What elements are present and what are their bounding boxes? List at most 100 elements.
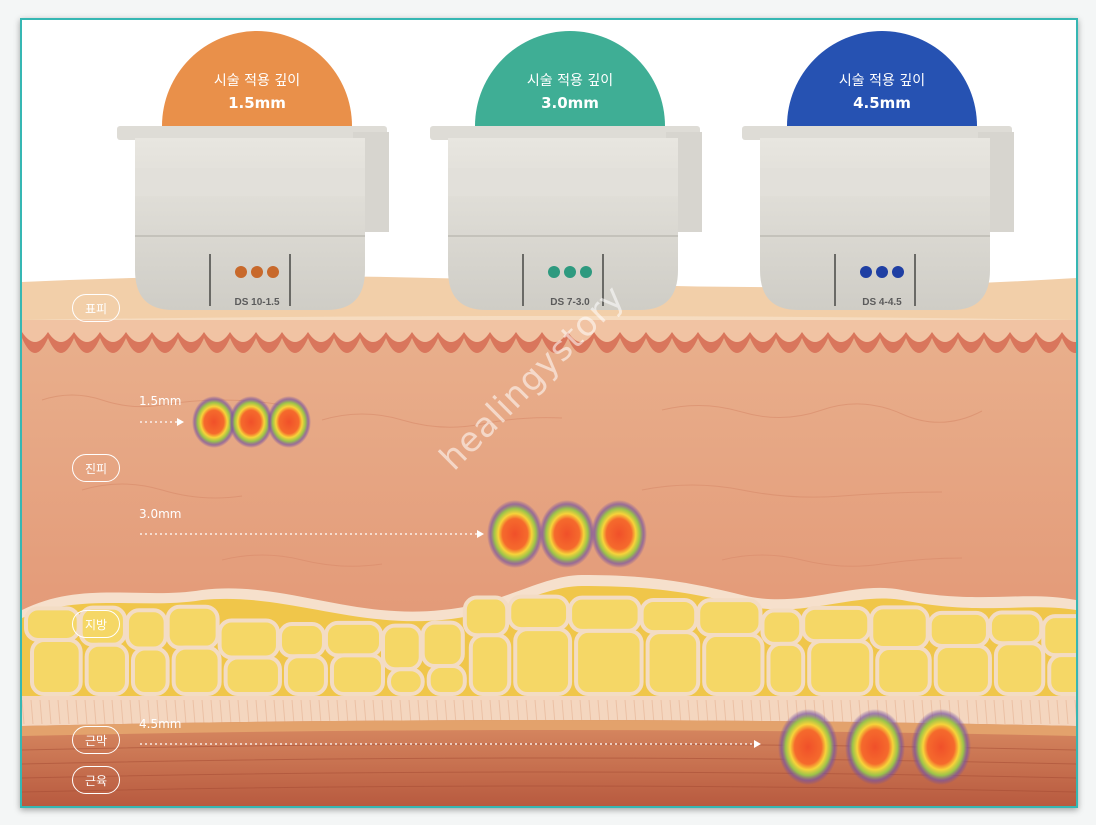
connective-fiber [1074,699,1076,719]
indicator-dot [251,266,263,278]
connective-fiber [840,699,844,725]
connective-fiber [561,699,565,725]
cartridge-illustration [430,31,702,310]
indicator-dot [892,266,904,278]
fat-cell [217,618,280,660]
indicator-dots [117,263,397,282]
connective-fiber [489,699,493,725]
fat-cell [223,655,282,697]
fat-cell [420,620,465,669]
connective-fiber [192,699,196,725]
fat-cell [645,630,701,697]
depth-dome [162,31,352,126]
focal-point [229,396,273,448]
cartridge-illustration [742,31,1014,310]
connective-fiber [390,699,394,725]
fat-cell [807,639,874,697]
focal-points-3-0mm [487,500,647,568]
fat-cell [933,643,992,696]
fat-cell [639,597,699,635]
connective-fiber [966,699,970,725]
connective-fiber [363,699,367,725]
connective-fiber [120,699,124,725]
cartridge-rim [117,126,387,140]
fat-cell [323,620,384,658]
indicator-dot [580,266,592,278]
connective-fiber [399,699,403,725]
connective-fiber [759,699,763,725]
fat-cell [766,641,806,696]
connective-fiber [345,699,349,725]
connective-fiber [678,699,682,725]
arrow-head [177,418,184,426]
fat-cell [927,610,990,648]
fat-cell [381,623,423,672]
connective-fiber [633,699,637,725]
depth-dome [787,31,977,126]
indicator-dot [267,266,279,278]
fat-cell [760,608,804,646]
focal-points-1-5mm [192,396,311,448]
cartridge-body [448,138,678,310]
connective-fiber [300,699,304,725]
connective-fiber [1038,699,1042,725]
fat-cells [24,594,1076,697]
layer-label-dermis: 진피 [72,454,120,482]
arrow-head [477,530,484,538]
connective-fiber [543,699,547,725]
connective-fiber [525,699,529,725]
connective-fiber [498,699,502,725]
connective-fiber [462,699,466,725]
indicator-dot [564,266,576,278]
connective-fiber [1047,699,1051,725]
connective-fiber [30,699,34,725]
layer-label-muscle: 근육 [72,766,120,794]
fat-cell [426,664,467,696]
connective-fiber [777,699,781,725]
connective-fiber [156,699,160,725]
connective-fiber [354,699,358,725]
connective-fiber [579,699,583,725]
fat-cell [130,646,170,696]
arrow-heads [177,418,761,748]
connective-fiber [642,699,646,725]
cartridge-ridge [135,168,365,196]
connective-fiber [201,699,205,725]
connective-fiber [444,699,448,725]
connective-fiber [894,699,898,725]
connective-fiber [84,699,88,725]
focal-point [487,500,543,568]
connective-fiber [624,699,628,725]
connective-fiber [552,699,556,725]
focal-point [778,709,838,785]
connective-fiber [228,699,232,725]
focal-point [845,709,905,785]
depth-dome [475,31,665,126]
focal-point [911,709,971,785]
fat-cell [1041,614,1076,658]
connective-fiber [138,699,142,725]
connective-fiber [1020,699,1024,725]
connective-fiber [327,699,331,725]
connective-fiber [309,699,313,725]
dome-depth: 4.5mm [853,94,911,112]
indicator-dot [235,266,247,278]
fat-cell [462,595,510,638]
fat-cell [283,654,328,696]
connective-fiber [615,699,619,725]
indicator-dots [742,263,1022,282]
connective-fiber [507,699,511,725]
connective-fiber [165,699,169,725]
connective-fiber [480,699,484,725]
focal-point [539,500,595,568]
fat-cell [993,641,1046,697]
fat-cell [1047,653,1076,696]
connective-fiber [237,699,241,725]
layer-label-epidermis: 표피 [72,294,120,322]
cartridge-rim [742,126,1012,140]
connective-fiber [705,699,709,725]
connective-fiber [426,699,430,725]
cartridge-illustration [117,31,389,310]
connective-fiber [1029,699,1033,725]
connective-fiber [183,699,187,725]
